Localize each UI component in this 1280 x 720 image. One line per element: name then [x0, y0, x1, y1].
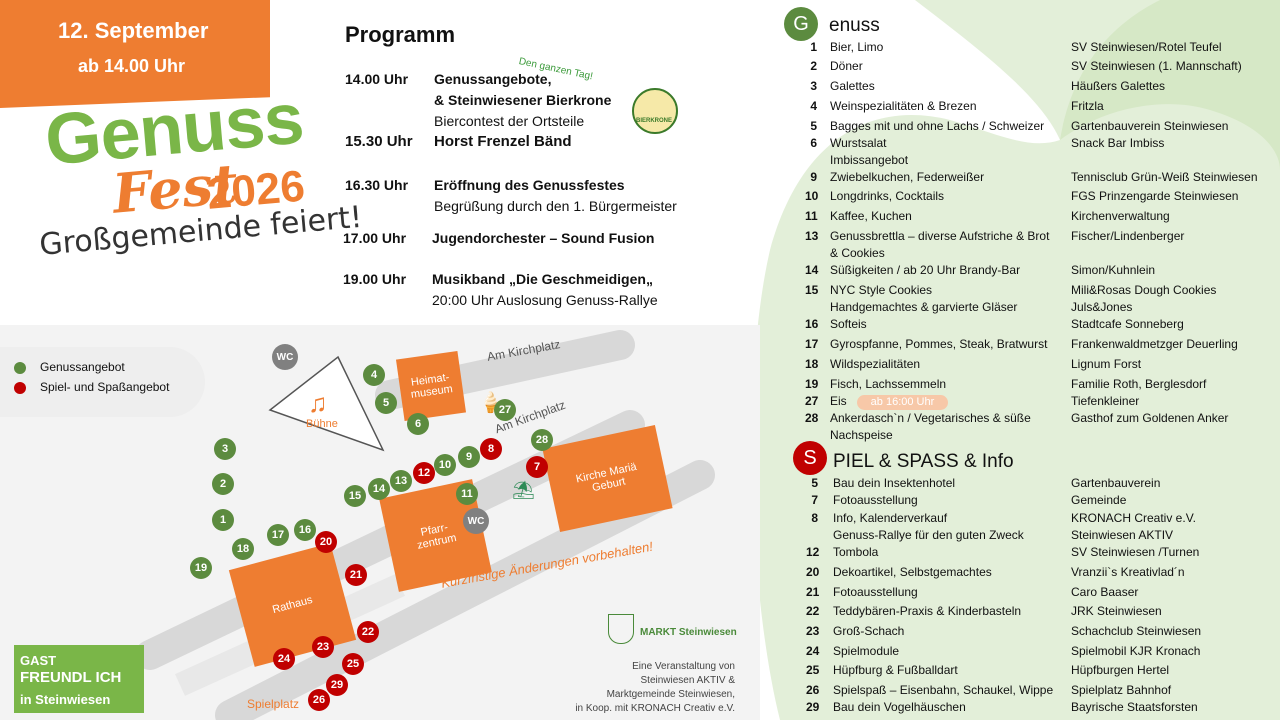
organizer-note: Eine Veranstaltung von Steinwiesen AKTIV… [515, 660, 735, 716]
program-time: 14.00 Uhr [345, 71, 409, 87]
program-line: Musikband „Die Geschmeidigen„ [432, 271, 653, 287]
event-date: 12. September [58, 18, 209, 43]
map-marker-green: 19 [190, 557, 212, 579]
map-marker-green: 1 [212, 509, 234, 531]
spielplatz-label: Spielplatz [247, 697, 300, 711]
map-marker-red: 8 [480, 438, 502, 460]
program-line: Eröffnung des Genussfestes [434, 177, 625, 193]
wc-marker: WC [272, 344, 298, 370]
gastfreundlich-logo: GAST FREUNDL ICH in Steinwiesen [14, 645, 144, 713]
program-line: & Steinwiesener Bierkrone [434, 92, 612, 108]
program-line: Biercontest der Ortsteile [434, 113, 585, 129]
map-marker-red: 12 [413, 462, 435, 484]
map-legend: Genussangebot Spiel- und Spaßangebot [0, 347, 205, 417]
map-marker-green: 10 [434, 454, 456, 476]
map-marker-green: 16 [294, 519, 316, 541]
program-time: 15.30 Uhr [345, 133, 413, 150]
bierkrone-badge: BIERKRONE [632, 88, 678, 134]
map-marker-green: 3 [214, 438, 236, 460]
gf-line1: GAST [20, 653, 57, 668]
map-marker-green: 6 [407, 413, 429, 435]
map-marker-green: 2 [212, 473, 234, 495]
date-banner: 12. September ab 14.00 Uhr [0, 0, 270, 108]
gf-line2: FREUNDL ICH [20, 669, 122, 686]
organizer-line: in Koop. mit KRONACH Creativ e.V. [575, 703, 735, 714]
map-marker-red: 25 [342, 653, 364, 675]
organizer-line: Eine Veranstaltung von [632, 661, 735, 672]
map-marker-green: 17 [267, 524, 289, 546]
stage-shape [268, 355, 385, 452]
program-time: 17.00 Uhr [343, 230, 407, 246]
program-line: 20:00 Uhr Auslosung Genuss-Rallye [432, 292, 658, 308]
legend-red-label: Spiel- und Spaßangebot [40, 380, 170, 394]
apple-background [751, 0, 1280, 720]
map-marker-green: 4 [363, 364, 385, 386]
heimatmuseum-building: Heimat-museum [395, 350, 467, 422]
legend-green-dot [14, 362, 26, 374]
map-marker-green: 13 [390, 470, 412, 492]
deck-chair-icon: ⛱ [512, 480, 535, 500]
legend-red-dot [14, 382, 26, 394]
crest-icon [608, 614, 634, 644]
program-line: Horst Frenzel Bänd [434, 133, 572, 150]
map-marker-green: 11 [456, 483, 478, 505]
organizer-line: Steinwiesen AKTIV & [640, 675, 736, 686]
map-marker-green: 28 [531, 429, 553, 451]
building-label: Rathaus [271, 593, 314, 617]
program-title: Programm [345, 22, 456, 47]
organizer-line: Marktgemeinde Steinwiesen, [606, 689, 735, 700]
map-marker-green: 15 [344, 485, 366, 507]
genuss-title: enuss [829, 15, 880, 36]
building-label: Heimat-museum [410, 371, 454, 401]
program-line: Begrüßung durch den 1. Bürgermeister [434, 198, 677, 214]
program-time: 16.30 Uhr [345, 177, 409, 193]
map-marker-red: 22 [357, 621, 379, 643]
map-marker-green: 27 [494, 399, 516, 421]
time-tag: ab 16:00 Uhr [856, 395, 949, 410]
stage-label: Bühne [306, 418, 338, 430]
map-marker-red: 26 [308, 689, 330, 711]
genuss-letter: G [784, 7, 818, 41]
spiel-letter: S [793, 441, 827, 475]
map-marker-red: 7 [526, 456, 548, 478]
map-marker-red: 29 [326, 674, 348, 696]
gf-line3: in Steinwiesen [20, 692, 111, 707]
map-marker-red: 21 [345, 564, 367, 586]
map-marker-red: 24 [273, 648, 295, 670]
bierkrone-label: BIERKRONE [636, 118, 673, 124]
program-line: Jugendorchester – Sound Fusion [432, 230, 655, 246]
program-line: Genussangebote, [434, 71, 552, 87]
wc-marker: WC [463, 508, 489, 534]
map-marker-green: 5 [375, 392, 397, 414]
map-marker-red: 23 [312, 636, 334, 658]
spiel-title: PIEL & SPASS & Info [833, 451, 1014, 472]
map-marker-green: 9 [458, 446, 480, 468]
event-time: ab 14.00 Uhr [78, 56, 186, 76]
map-marker-green: 18 [232, 538, 254, 560]
markt-label: MARKT Steinwiesen [640, 627, 737, 638]
program-time: 19.00 Uhr [343, 271, 407, 287]
music-note-icon: ♫ [308, 388, 328, 418]
map-marker-red: 20 [315, 531, 337, 553]
map-marker-green: 14 [368, 478, 390, 500]
legend-green-label: Genussangebot [40, 360, 125, 374]
building-label: Kirche Mariä Geburt [574, 460, 638, 494]
building-label: Pfarr-zentrum [416, 520, 458, 552]
